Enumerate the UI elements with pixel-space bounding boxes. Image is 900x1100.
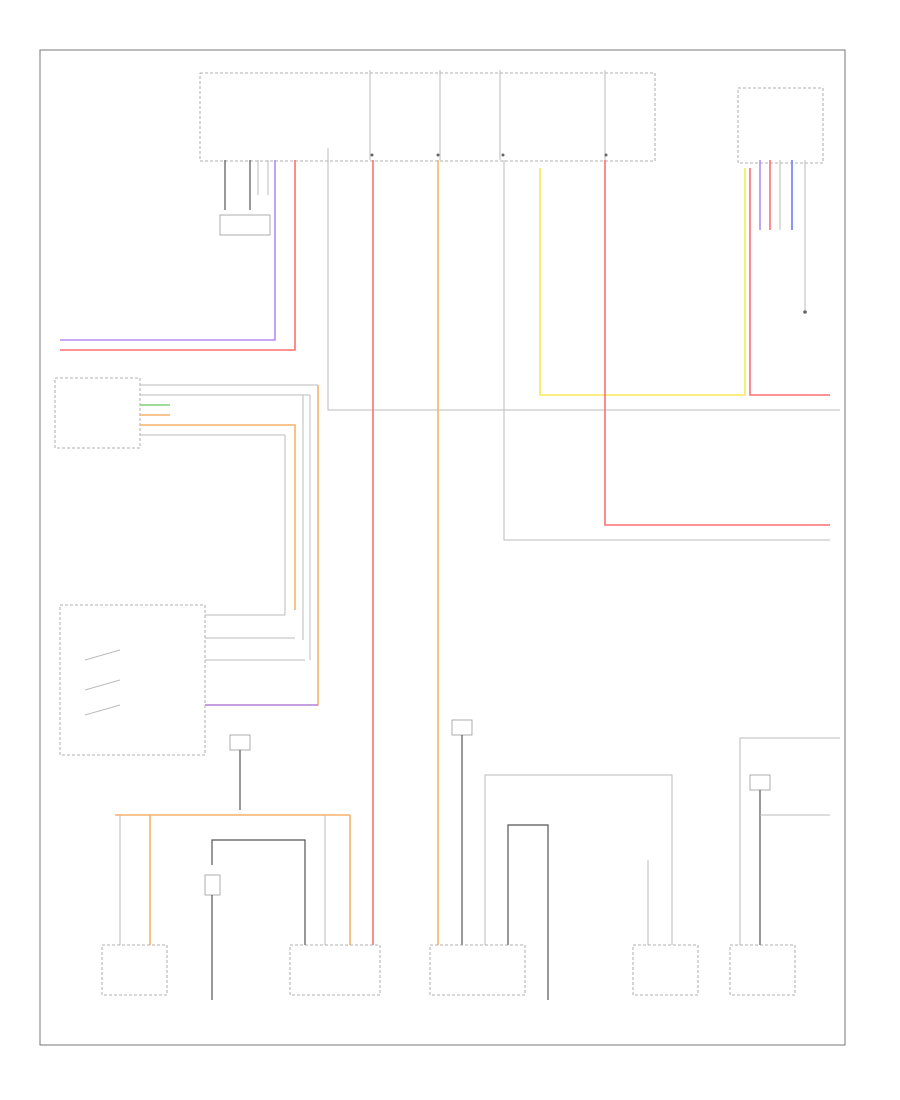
connector-right-top — [737, 87, 824, 314]
wire-purple-left — [60, 160, 276, 341]
sensor-2 — [204, 815, 381, 1000]
sensor-3 — [429, 824, 549, 1000]
diagram-frame — [39, 49, 846, 1046]
sensor-1 — [101, 815, 168, 996]
wire-red-right — [604, 160, 830, 526]
ground-2 — [451, 719, 673, 945]
parking-brake-switch — [59, 604, 318, 756]
sensor-5 — [729, 737, 840, 996]
wire-red-left — [60, 160, 296, 351]
left-stub-group — [219, 160, 271, 236]
wire-gray-left — [327, 148, 840, 411]
ground-1 — [115, 734, 350, 816]
harness-bundle — [205, 385, 319, 706]
wire-red-far-right — [749, 168, 830, 396]
top-relay-block — [199, 70, 656, 162]
electric-parking-brake-unit — [54, 377, 318, 610]
wire-yellow — [539, 168, 746, 396]
wire-gray-right — [503, 160, 830, 541]
sensor-4 — [632, 860, 699, 996]
